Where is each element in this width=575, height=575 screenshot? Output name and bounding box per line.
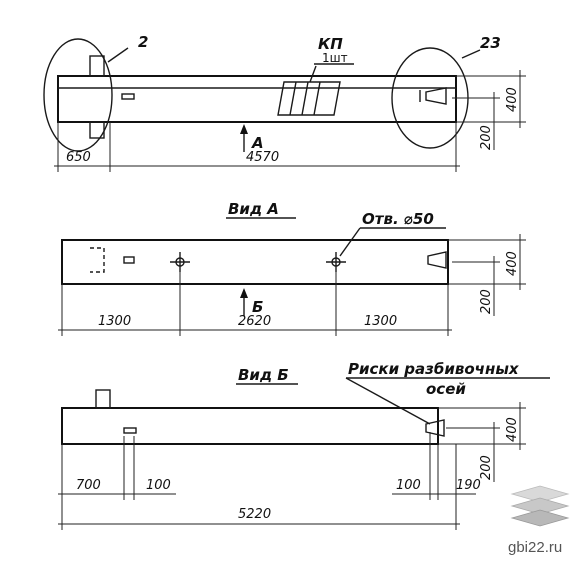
- callout-kp-qty: 1шт: [322, 51, 348, 65]
- watermark-logo: [510, 485, 570, 527]
- dim-1300-left: 1300: [98, 314, 131, 329]
- view-b-beam-outline: [61, 407, 439, 445]
- dim-1300-right: 1300: [364, 314, 397, 329]
- hole-label: Отв. ⌀50: [362, 210, 434, 228]
- kp-plate: [277, 81, 341, 116]
- callout-kp: КП: [318, 35, 343, 53]
- marking-note-line2: осей: [426, 380, 466, 398]
- top-left-ellipse: [43, 38, 113, 152]
- dim-2620: 2620: [238, 314, 271, 329]
- dim-700: 700: [76, 478, 101, 493]
- view-b-title: Вид Б: [238, 366, 289, 384]
- dim-400-top: 400: [505, 87, 520, 112]
- view-a: Вид А Отв. ⌀50 Б 1300 2620 1300: [58, 200, 526, 336]
- dim-200-top: 200: [479, 125, 494, 150]
- top-view: 2 КП 1шт 23 А 650 4570 400 200: [43, 33, 526, 172]
- dim-4570: 4570: [246, 150, 279, 165]
- arrow-b-label: Б: [252, 298, 263, 316]
- callout-2: 2: [138, 33, 148, 51]
- dim-650: 650: [66, 150, 91, 165]
- view-b: Вид Б Риски разбивочных осей 700 100 100…: [58, 360, 550, 530]
- dim-200-a: 200: [479, 289, 494, 314]
- top-beam-outline: [57, 75, 457, 123]
- dim-100-right: 100: [396, 478, 421, 493]
- dim-100-left: 100: [146, 478, 171, 493]
- view-a-title: Вид А: [228, 200, 279, 218]
- dim-200-b: 200: [479, 455, 494, 480]
- marking-note-line1: Риски разбивочных: [348, 360, 520, 378]
- view-a-beam-outline: [61, 239, 449, 285]
- dim-5220: 5220: [238, 507, 271, 522]
- dim-190: 190: [456, 478, 481, 493]
- arrow-a-label: А: [251, 134, 264, 152]
- callout-23: 23: [480, 34, 501, 52]
- watermark-text: gbi22.ru: [508, 539, 562, 556]
- dim-400-b: 400: [505, 417, 520, 442]
- dim-400-a: 400: [505, 251, 520, 276]
